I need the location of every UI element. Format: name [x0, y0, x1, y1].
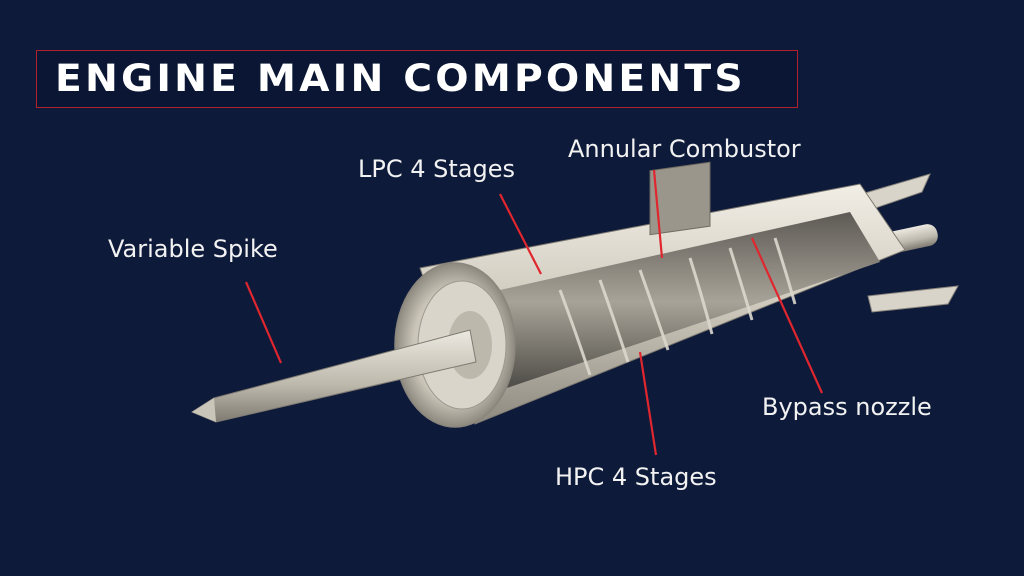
label-combustor: Annular Combustor	[568, 135, 801, 163]
pointer-lpc	[499, 193, 542, 275]
title-frame: ENGINE MAIN COMPONENTS	[36, 50, 798, 108]
label-variable-spike: Variable Spike	[108, 235, 278, 263]
label-pointers	[244, 169, 824, 456]
pointer-combustor	[652, 169, 664, 259]
label-lpc: LPC 4 Stages	[358, 155, 515, 183]
pointer-variable-spike	[244, 281, 283, 364]
page-title: ENGINE MAIN COMPONENTS	[55, 57, 746, 100]
pointer-bypass	[750, 237, 824, 394]
engine-body	[190, 161, 959, 428]
pointer-hpc	[638, 351, 658, 456]
label-hpc: HPC 4 Stages	[555, 463, 717, 491]
label-bypass: Bypass nozzle	[762, 393, 932, 421]
